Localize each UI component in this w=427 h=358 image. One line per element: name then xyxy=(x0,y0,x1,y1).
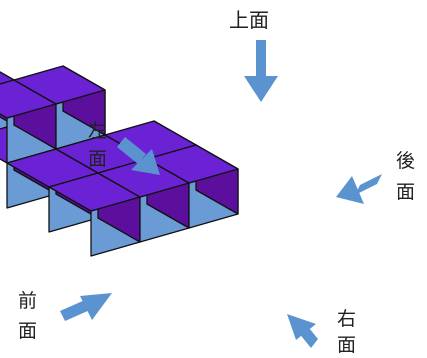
cube-top-face xyxy=(13,65,106,105)
label-back: 後 xyxy=(396,150,416,172)
label-left: 左 xyxy=(88,120,108,142)
arrow-top xyxy=(244,40,278,102)
label-right: 右 xyxy=(337,308,357,330)
label-top: 上面 xyxy=(229,8,269,32)
label-left-2: 面 xyxy=(88,148,108,170)
arrow-front xyxy=(60,293,112,321)
label-back-2: 面 xyxy=(396,181,416,203)
arrow-back xyxy=(336,174,382,204)
arrow-left xyxy=(117,137,160,175)
label-front: 前 xyxy=(18,290,38,312)
label-front-2: 面 xyxy=(18,320,38,342)
label-right-2: 面 xyxy=(337,334,357,356)
cube-top-face xyxy=(146,144,239,184)
arrow-right xyxy=(287,314,318,348)
cube-stack xyxy=(0,65,239,257)
